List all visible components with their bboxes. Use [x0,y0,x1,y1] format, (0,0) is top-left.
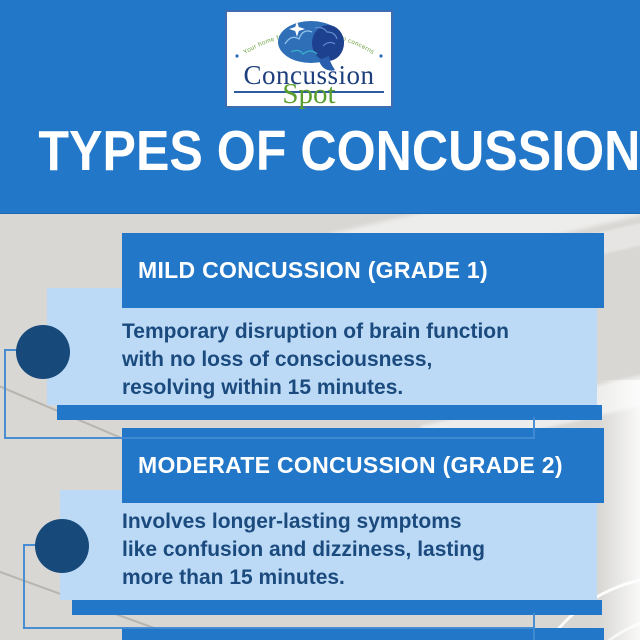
connector-line [533,613,535,640]
logo: Your home for current concussion concern… [225,10,393,110]
brain-graphic [278,21,344,71]
body-line: with no loss of consciousness, [122,348,433,371]
card-mild-shadow-strip [57,405,602,420]
card-moderate-header: MODERATE CONCUSSION (GRADE 2) [122,428,604,503]
connector-line [4,349,20,351]
logo-brand-suffix: Spot [282,78,336,110]
card-moderate-body-box [60,490,597,600]
card-mild-description: Temporary disruption of brain function w… [122,318,509,402]
page-title: TYPES OF CONCUSSION [38,119,640,183]
card-moderate-heading: MODERATE CONCUSSION (GRADE 2) [138,452,563,478]
bullet-circle [35,519,89,573]
body-line: like confusion and dizziness, lasting [122,538,485,561]
bullet-circle [16,325,70,379]
body-line: Involves longer-lasting symptoms [122,510,462,533]
connector-line [23,544,39,546]
card-moderate-description: Involves longer-lasting symptoms like co… [122,508,485,592]
logo-divider [234,91,384,93]
connector-line [23,544,25,629]
card-moderate-shadow-strip [72,600,602,615]
connector-line [23,627,535,629]
header-banner: Your home for current concussion concern… [0,0,640,214]
body-line: resolving within 15 minutes. [122,376,404,399]
card-severe-header-partial [122,628,604,640]
card-mild-heading: MILD CONCUSSION (GRADE 1) [138,257,488,283]
body-line: more than 15 minutes. [122,566,345,589]
card-mild-header: MILD CONCUSSION (GRADE 1) [122,233,604,308]
connector-line [533,417,535,439]
brain-logo-icon: Your home for current concussion concern… [235,21,383,71]
connector-line [4,349,6,438]
body-line: Temporary disruption of brain function [122,320,509,343]
logo-brand-name: Concussion [243,60,375,90]
connector-line [4,437,535,439]
